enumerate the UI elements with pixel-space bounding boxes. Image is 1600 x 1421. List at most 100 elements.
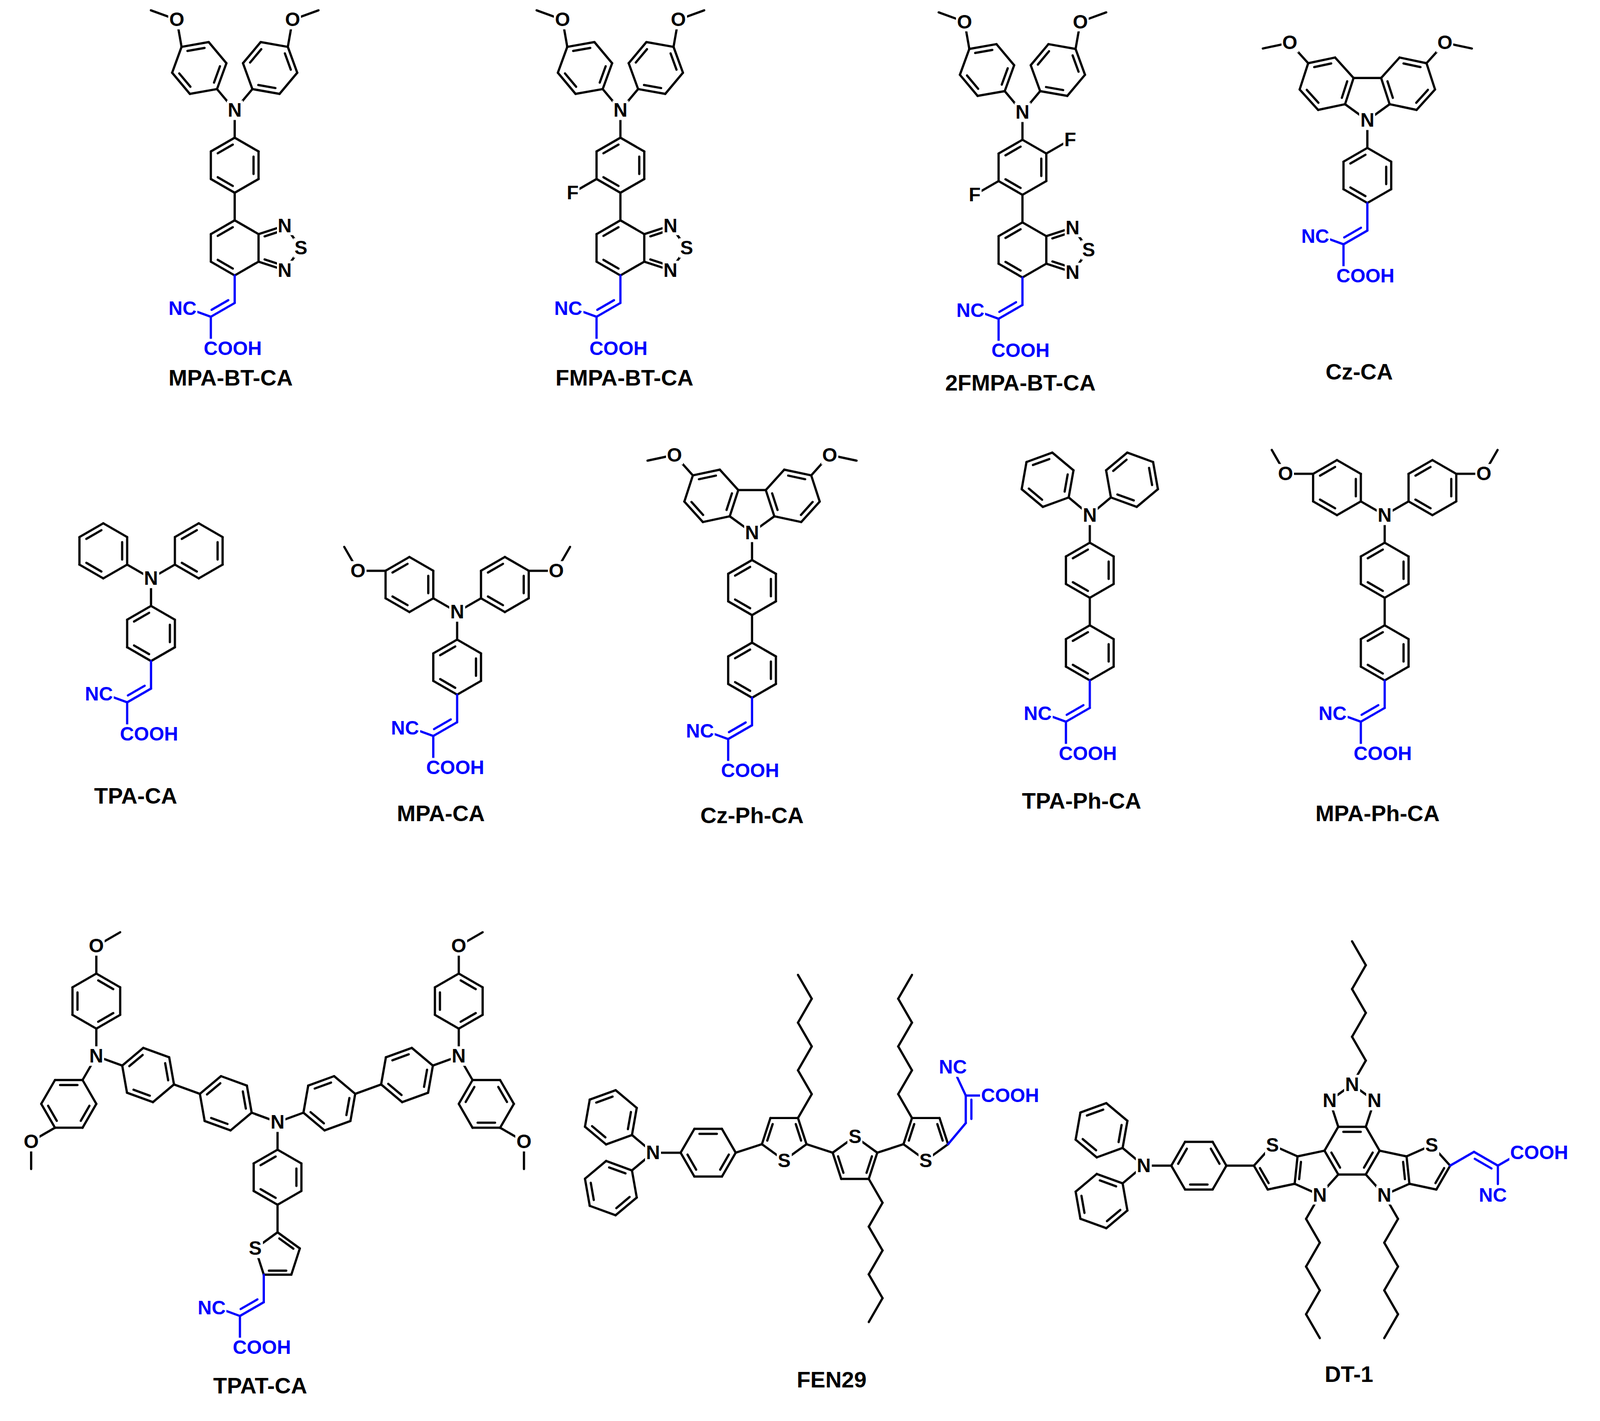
- double-bond: [572, 48, 590, 52]
- double-bond: [1314, 63, 1332, 68]
- double-bond: [1046, 87, 1064, 91]
- atom-label: O: [553, 10, 571, 30]
- atom-label: N: [88, 1046, 105, 1067]
- ring-bond: [969, 44, 997, 50]
- double-bond: [1107, 561, 1110, 579]
- ring-bond: [1022, 222, 1047, 237]
- ring-bond: [1297, 1150, 1325, 1157]
- double-bond: [314, 1082, 332, 1089]
- ring-bond: [684, 501, 704, 523]
- double-bond: [795, 1124, 802, 1141]
- ring-bond: [1075, 1174, 1097, 1192]
- ring-bond: [324, 1121, 351, 1131]
- double-bond: [597, 300, 614, 310]
- atom-label: O: [1276, 464, 1295, 484]
- double-bond: [1028, 488, 1043, 500]
- ring-bond: [1112, 556, 1115, 584]
- bond: [750, 615, 753, 644]
- atom-label: O: [1475, 464, 1493, 484]
- vinyl-bond: [728, 725, 753, 740]
- compound-name: MPA-BT-CA: [167, 366, 294, 389]
- ring-bond: [595, 234, 598, 262]
- compound-name: DT-1: [1323, 1363, 1375, 1386]
- vinyl-bond: [596, 302, 621, 317]
- atom-label: O: [1436, 33, 1454, 53]
- atom-label: N: [1321, 1091, 1338, 1111]
- atom-label: S: [918, 1150, 934, 1171]
- double-bond: [240, 1299, 258, 1310]
- bond: [173, 1084, 200, 1095]
- double-bond: [129, 1055, 143, 1067]
- double-bond: [1350, 154, 1366, 164]
- double-bond: [60, 1084, 78, 1087]
- carboxyl-label: COOH: [980, 1086, 1041, 1106]
- vinyl-bond: [619, 275, 622, 303]
- ring-bond: [432, 570, 435, 599]
- ring-bond: [1127, 452, 1154, 463]
- ring-bond: [1294, 1156, 1298, 1185]
- double-bond: [1005, 261, 1021, 271]
- ring-bond: [1384, 583, 1409, 598]
- alkyl-bond: [1306, 1266, 1321, 1292]
- carboxyl-label: COOH: [1509, 1142, 1570, 1163]
- double-bond: [434, 719, 451, 730]
- ring-bond: [1022, 263, 1047, 278]
- ring-bond: [78, 537, 81, 565]
- cyano-label: NC: [167, 298, 198, 319]
- ring-bond: [1096, 1174, 1123, 1184]
- double-bond: [769, 578, 772, 597]
- ring-bond: [1052, 452, 1074, 471]
- double-bond: [392, 596, 408, 605]
- alkyl-bond: [898, 1046, 913, 1071]
- ring-bond: [761, 1118, 771, 1145]
- ring-bond: [765, 469, 785, 491]
- ring-bond: [628, 63, 638, 90]
- ring-bond: [246, 1085, 252, 1113]
- ring-bond: [230, 1112, 252, 1131]
- ring-bond: [1110, 497, 1137, 507]
- double-bond: [477, 1121, 496, 1124]
- ring-bond: [1384, 542, 1409, 557]
- double-bond: [1367, 549, 1383, 559]
- double-bond: [522, 575, 525, 594]
- alkyl-bond: [868, 1250, 883, 1275]
- double-bond: [599, 66, 606, 83]
- ring-bond: [1075, 1191, 1081, 1219]
- ring-bond: [1432, 501, 1457, 516]
- bond: [877, 1144, 904, 1153]
- double-bond: [1403, 1161, 1406, 1180]
- ring-bond: [409, 598, 434, 613]
- ring-bond: [770, 1117, 798, 1120]
- alkyl-bond: [1352, 965, 1367, 990]
- vinyl-bond: [1021, 277, 1024, 305]
- double-bond: [1320, 467, 1336, 476]
- ring-bond: [126, 619, 129, 648]
- double-bond: [1320, 499, 1336, 509]
- atom-label: N: [1064, 262, 1081, 282]
- double-bond: [487, 596, 503, 605]
- vinyl-bond: [1366, 202, 1369, 231]
- double-bond: [1385, 166, 1388, 185]
- vinyl-bond: [1360, 708, 1385, 723]
- double-bond: [295, 1168, 298, 1187]
- ring-bond: [242, 63, 253, 90]
- ring-bond: [1389, 104, 1417, 110]
- ring-bond: [694, 1127, 723, 1130]
- cyano-label: NC: [84, 684, 115, 705]
- ring-bond: [428, 1065, 434, 1093]
- alkyl-bond: [1352, 989, 1367, 1014]
- double-bond: [1210, 1148, 1220, 1164]
- double-bond: [268, 1269, 287, 1272]
- double-bond: [1117, 494, 1134, 501]
- atom-label: S: [1264, 1135, 1280, 1156]
- carboxyl-label: COOH: [231, 1338, 292, 1358]
- double-bond: [86, 562, 102, 572]
- double-bond: [217, 259, 233, 269]
- double-bond: [438, 992, 441, 1011]
- vinyl-bond: [149, 661, 152, 689]
- cyano-label: NC: [1317, 704, 1348, 724]
- ring-bond: [198, 523, 223, 538]
- ring-bond: [1112, 638, 1115, 667]
- double-bond: [1005, 229, 1021, 238]
- double-bond: [460, 1013, 476, 1022]
